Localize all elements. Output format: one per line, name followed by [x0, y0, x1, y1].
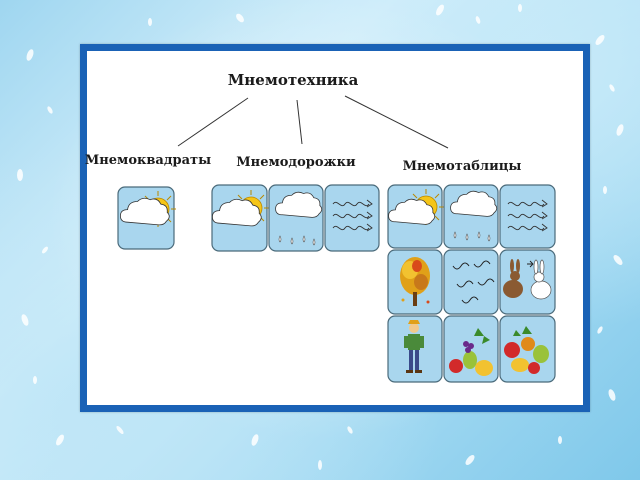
connector-line-mnemotables	[344, 95, 449, 149]
mnemotable-cell-hares	[499, 249, 556, 315]
fruits-icon	[449, 328, 493, 376]
mnemotable-cell-fruits	[443, 315, 499, 383]
white-hare-icon	[530, 259, 552, 300]
mnemotrack-tile-wind	[324, 184, 380, 252]
connector-line-mnemosquares	[177, 97, 249, 147]
mnemotable-cell-vegetables	[499, 315, 556, 383]
mnemotable-cell-rain-cloud	[443, 184, 499, 249]
mnemotrack-tile-rain-cloud	[268, 184, 324, 252]
mnemosquare-tile	[117, 186, 177, 250]
wind-icon	[332, 199, 373, 232]
raindrops-icon	[278, 235, 316, 246]
mnemotable-cell-wind	[499, 184, 556, 249]
mnemotable-cell-birds	[443, 249, 499, 315]
branch-label-mnemotracks: Мнемодорожки	[236, 155, 356, 170]
mnemotable-cell-scarecrow	[387, 315, 443, 383]
branch-label-mnemotables: Мнемотаблицы	[403, 159, 522, 174]
birds-icon	[452, 260, 495, 304]
mnemotable-grid	[387, 184, 556, 383]
mnemotable-cell-sun-cloud	[387, 184, 445, 249]
gardener-icon	[404, 320, 424, 373]
root-title: Мнемотехника	[228, 71, 359, 89]
connector-line-mnemotracks	[296, 99, 303, 145]
autumn-tree-icon	[400, 257, 430, 306]
brown-hare-icon	[503, 259, 523, 298]
mnemotable-cell-autumn-tree	[387, 249, 443, 315]
vegetables-icon	[504, 326, 549, 374]
mnemotrack-tile-sun-cloud	[211, 184, 270, 252]
branch-label-mnemosquares: Мнемоквадраты	[85, 153, 211, 168]
arrow-icon	[527, 260, 534, 268]
